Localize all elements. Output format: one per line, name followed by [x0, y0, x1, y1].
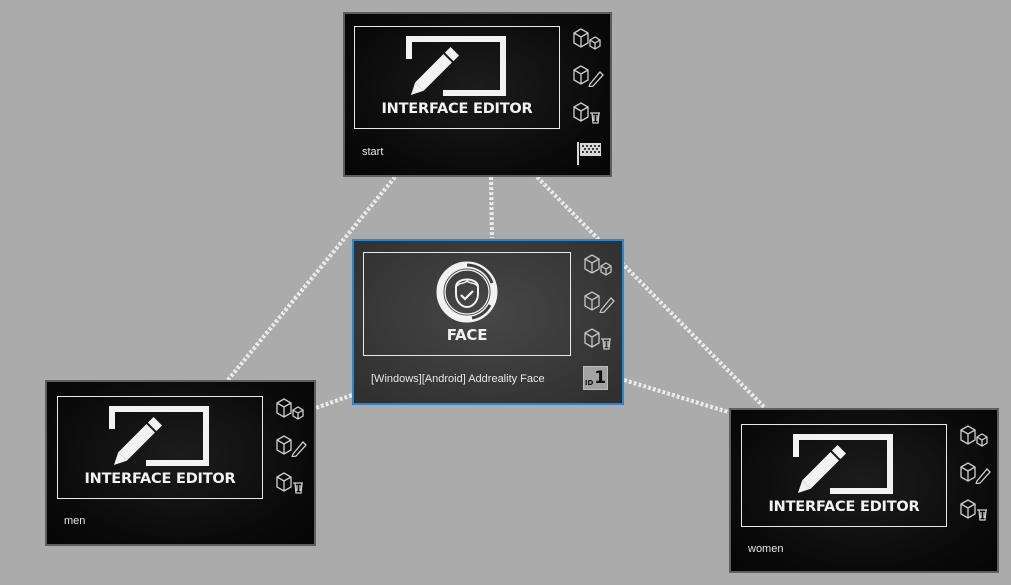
duplicate-icon[interactable]: [959, 423, 991, 447]
edit-icon[interactable]: [572, 63, 604, 87]
edit-icon[interactable]: [583, 289, 615, 313]
node-men[interactable]: INTERFACE EDITOR me: [45, 380, 316, 546]
id-badge: ID 1: [583, 366, 608, 390]
id-badge-label: ID: [584, 379, 594, 387]
duplicate-icon[interactable]: [572, 26, 604, 50]
pencil-screen-icon: [406, 36, 506, 96]
duplicate-icon[interactable]: [583, 252, 615, 276]
node-title: INTERFACE EDITOR: [768, 499, 920, 515]
node-start[interactable]: INTERFACE EDITOR: [343, 12, 612, 177]
edit-icon[interactable]: [275, 433, 307, 457]
edit-icon[interactable]: [959, 460, 991, 484]
node-caption: women: [748, 543, 784, 555]
connector-face-men: [315, 393, 353, 410]
face-recognition-icon: [436, 261, 498, 323]
delete-icon[interactable]: [959, 497, 991, 521]
node-caption: [Windows][Android] Addreality Face: [371, 373, 545, 385]
checkered-flag-icon[interactable]: [576, 141, 602, 165]
node-title: INTERFACE EDITOR: [381, 101, 533, 117]
pencil-screen-icon: [793, 434, 893, 494]
pencil-screen-icon: [109, 406, 209, 466]
node-preview[interactable]: INTERFACE EDITOR: [741, 424, 947, 527]
duplicate-icon[interactable]: [275, 396, 307, 420]
connector-face-women: [623, 378, 729, 414]
node-caption: start: [362, 146, 384, 158]
delete-icon[interactable]: [572, 100, 604, 124]
connector-start-face: [489, 176, 494, 239]
node-preview[interactable]: INTERFACE EDITOR: [354, 26, 560, 129]
node-women[interactable]: INTERFACE EDITOR wo: [729, 408, 999, 573]
delete-icon[interactable]: [583, 326, 615, 350]
node-preview[interactable]: INTERFACE EDITOR: [57, 396, 263, 499]
node-title: FACE: [446, 326, 488, 344]
delete-icon[interactable]: [275, 470, 307, 494]
node-caption: men: [64, 515, 86, 527]
node-face[interactable]: FACE ID: [352, 239, 624, 405]
id-badge-value: 1: [594, 368, 607, 388]
node-preview[interactable]: FACE: [363, 252, 571, 356]
node-title: INTERFACE EDITOR: [84, 471, 236, 487]
